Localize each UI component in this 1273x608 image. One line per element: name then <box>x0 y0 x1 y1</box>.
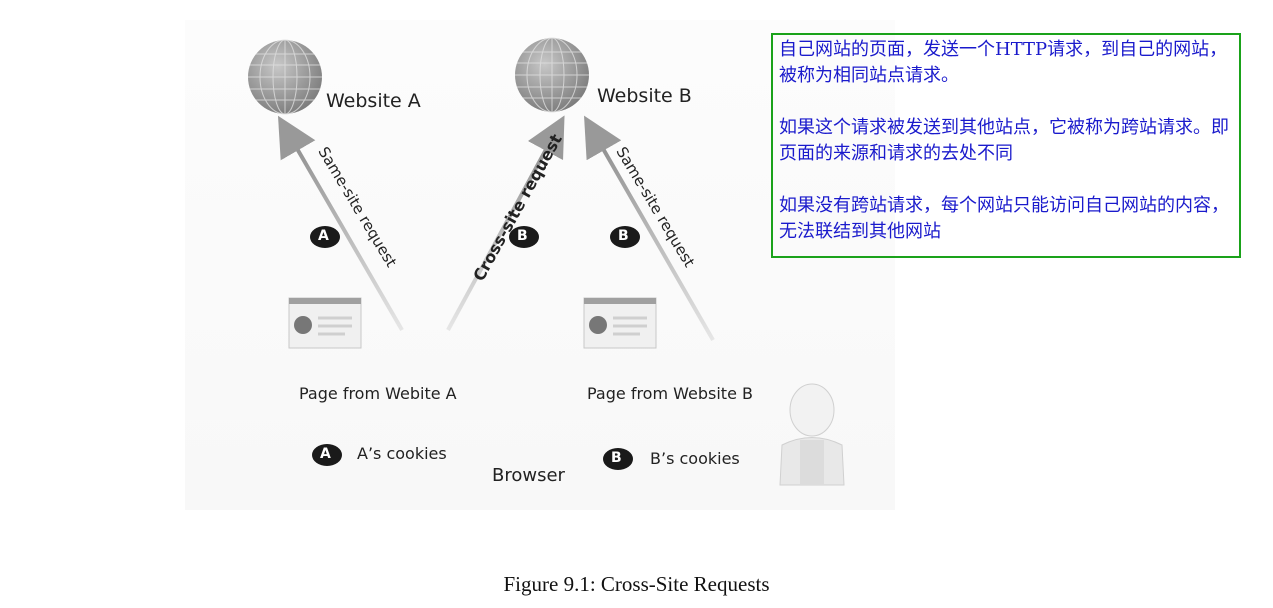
website-b-label: Website B <box>597 85 692 107</box>
browser-label: Browser <box>492 465 565 486</box>
same-site-arrow-b <box>584 115 715 341</box>
note-paragraph-1: 自己网站的页面，发送一个HTTP请求，到自己的网站，被称为相同站点请求。 <box>779 39 1228 86</box>
badge-b-cookies-text: B <box>611 450 622 466</box>
user-icon <box>779 383 845 486</box>
badge-a-arrow <box>310 226 340 248</box>
badge-b-arrow <box>610 226 640 248</box>
note-paragraph-2: 如果这个请求被发送到其他站点，它被称为跨站请求。即页面的来源和请求的去处不同 <box>779 117 1229 164</box>
annotation-note: 自己网站的页面，发送一个HTTP请求，到自己的网站，被称为相同站点请求。 如果这… <box>771 33 1241 258</box>
badge-b-text: B <box>517 228 528 244</box>
badge-a-cookies <box>312 444 342 466</box>
note-paragraph-3: 如果没有跨站请求，每个网站只能访问自己网站的内容，无法联结到其他网站 <box>779 195 1229 242</box>
badge-b-cross <box>509 226 539 248</box>
page-b-thumbnail-icon <box>583 297 657 349</box>
badge-a-text: A <box>318 228 329 244</box>
website-b-globe-icon <box>515 37 589 113</box>
page-a-thumbnail-icon <box>288 297 362 349</box>
cookies-a-label: A’s cookies <box>357 444 447 463</box>
badge-b-cookies <box>603 448 633 470</box>
page-b-label: Page from Website B <box>587 384 753 403</box>
cookies-b-label: B’s cookies <box>650 449 740 468</box>
website-a-globe-icon <box>248 39 322 115</box>
same-site-arrow-a <box>277 115 404 332</box>
figure-caption: Figure 9.1: Cross-Site Requests <box>503 572 770 596</box>
cross-site-arrow <box>446 115 565 331</box>
badge-b-text: B <box>618 228 629 244</box>
badge-a-cookies-text: A <box>320 446 331 462</box>
website-a-label: Website A <box>326 90 421 112</box>
page-a-label: Page from Webite A <box>299 384 457 403</box>
